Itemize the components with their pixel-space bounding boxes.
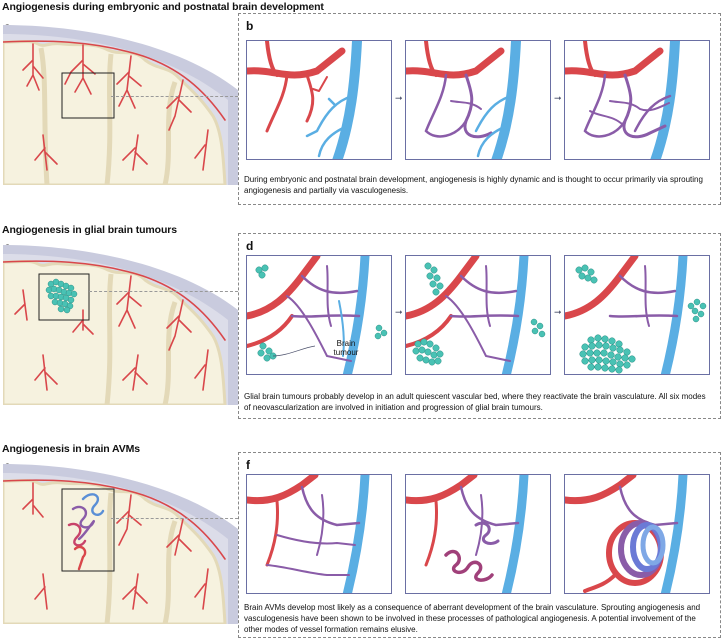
panel-box-d bbox=[238, 233, 721, 419]
caption-b: During embryonic and postnatal brain dev… bbox=[244, 175, 703, 195]
panel-letter-b: b bbox=[246, 19, 254, 33]
vessel-stage-f2 bbox=[405, 474, 551, 594]
brain-illustration-a bbox=[3, 20, 238, 185]
vessel-stage-f1 bbox=[246, 474, 392, 594]
leader-line-a bbox=[111, 96, 238, 97]
vessel-stage-b3 bbox=[564, 40, 710, 160]
vessel-stage-b1 bbox=[246, 40, 392, 160]
callout-line-2: tumour bbox=[333, 348, 359, 357]
panel-letter-d: d bbox=[246, 239, 254, 253]
arrow-d1: ➞ bbox=[395, 307, 403, 317]
vessel-stage-b2 bbox=[405, 40, 551, 160]
vessel-stage-d3 bbox=[564, 255, 710, 375]
leader-line-c bbox=[89, 291, 238, 292]
arrow-d2: ➞ bbox=[554, 307, 562, 317]
arrow-b1: ➞ bbox=[395, 93, 403, 103]
section-title-brain-avms: Angiogenesis in brain AVMs bbox=[2, 443, 141, 455]
callout-line-1: Brain bbox=[336, 339, 356, 348]
caption-f: Brain AVMs develop most likely as a cons… bbox=[244, 603, 701, 634]
brain-illustration-c bbox=[3, 240, 238, 405]
vessel-stage-f3 bbox=[564, 474, 710, 594]
panel-box-f bbox=[238, 452, 721, 638]
arrow-b2: ➞ bbox=[554, 93, 562, 103]
panel-box-b bbox=[238, 13, 721, 205]
callout-brain-tumour: Brain tumour bbox=[331, 339, 361, 357]
section-title-development: Angiogenesis during embryonic and postna… bbox=[2, 1, 324, 13]
brain-illustration-e bbox=[3, 459, 238, 624]
caption-d: Glial brain tumours probably develop in … bbox=[244, 392, 706, 412]
vessel-stage-d2 bbox=[405, 255, 551, 375]
panel-letter-f: f bbox=[246, 458, 250, 472]
leader-line-e bbox=[111, 518, 238, 519]
vessel-stage-d1 bbox=[246, 255, 392, 375]
section-title-glial-tumours: Angiogenesis in glial brain tumours bbox=[2, 224, 178, 236]
